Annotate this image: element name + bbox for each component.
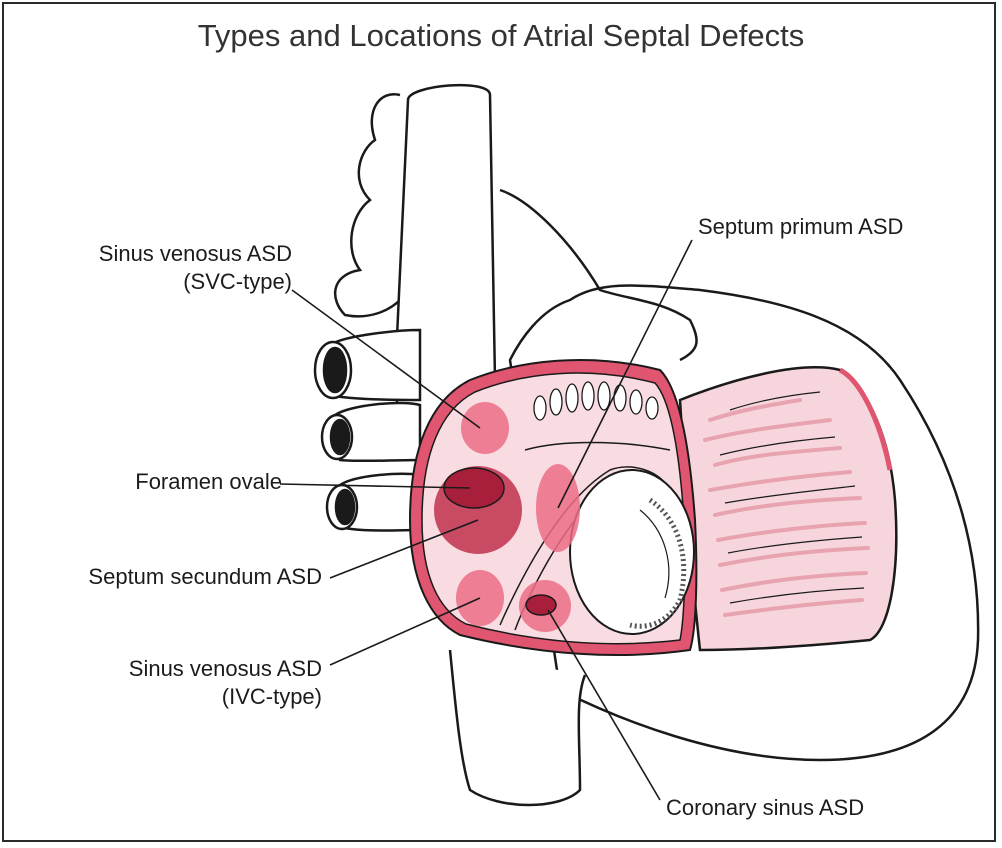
ventricle-section	[678, 366, 898, 652]
label-sinus-venosus-svc: Sinus venosus ASD (SVC-type)	[20, 240, 292, 296]
tricuspid-valve	[569, 469, 695, 635]
label-foramen-ovale: Foramen ovale	[135, 469, 282, 494]
label-sinus-venosus-ivc: Sinus venosus ASD (IVC-type)	[20, 655, 322, 711]
pulmonary-trunk	[499, 188, 698, 362]
label-coronary-sinus: Coronary sinus ASD	[666, 795, 865, 820]
inferior-vena-cava	[448, 649, 587, 807]
pulmonary-veins	[313, 328, 422, 532]
label-sinus-venosus-svc-line2: (SVC-type)	[183, 269, 292, 294]
leader-lines	[279, 239, 693, 801]
label-septum-primum: Septum primum ASD	[698, 214, 904, 239]
label-sinus-venosus-svc-line1: Sinus venosus ASD	[98, 241, 292, 266]
label-sinus-venosus-ivc-line2: (IVC-type)	[221, 684, 322, 709]
label-sinus-venosus-ivc-line1: Sinus venosus ASD	[128, 656, 322, 681]
diagram-title: Types and Locations of Atrial Septal Def…	[197, 18, 805, 53]
coronary-sinus-ostium	[525, 594, 557, 616]
defect-sinus-venosus-svc	[461, 402, 509, 454]
left-atrium-contour	[333, 92, 401, 318]
pectinate-muscles	[533, 381, 659, 421]
label-septum-secundum: Septum secundum ASD	[88, 564, 322, 589]
